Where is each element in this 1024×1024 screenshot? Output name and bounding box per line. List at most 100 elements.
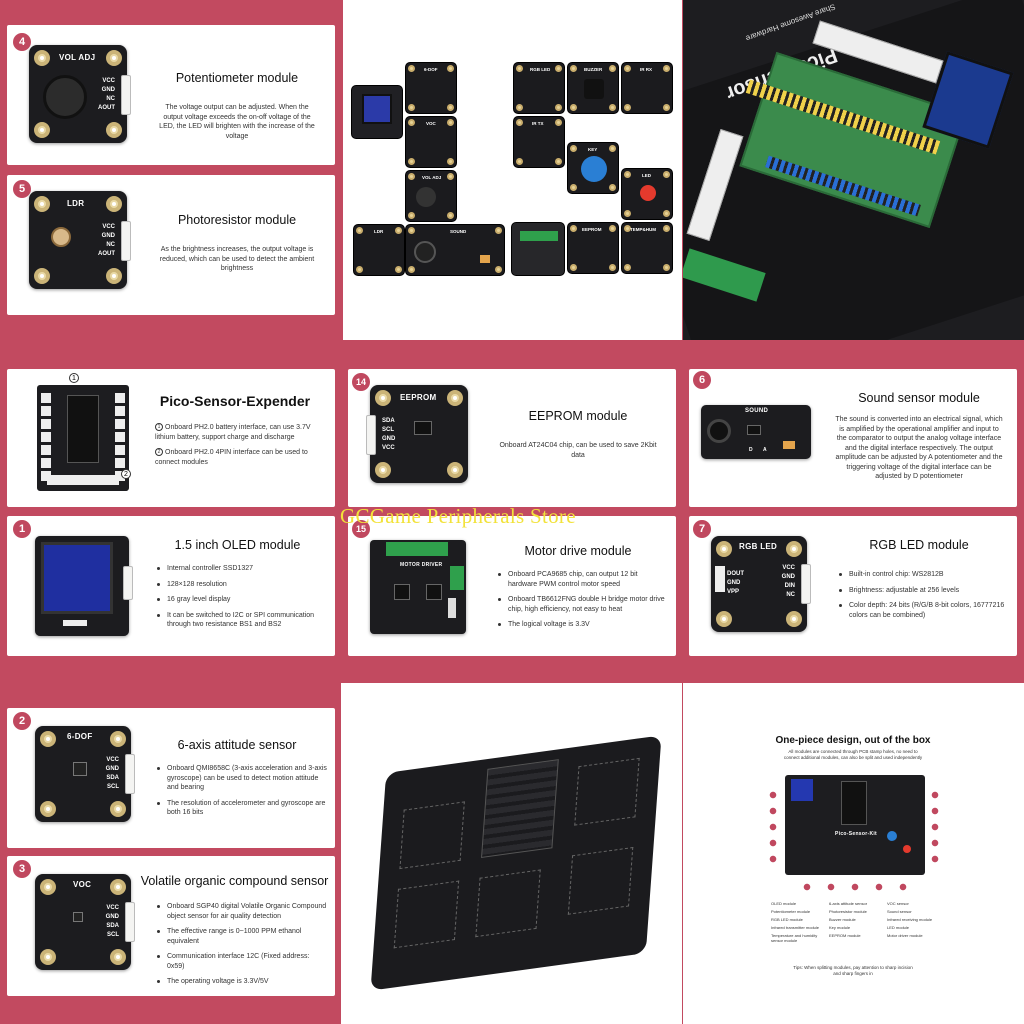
module-label: EEPROM	[582, 227, 602, 232]
rgb-board-image: RGB LED VCC GND DIN NC DOUT GND VPP	[711, 536, 811, 632]
board-photo: Pico-Sensor Share Awesome Hardware	[683, 0, 1024, 340]
badge: 7	[693, 520, 711, 538]
chip-icon	[73, 912, 83, 922]
red-led-icon	[640, 185, 656, 201]
card-description: Onboard AT24C04 chip, can be used to sav…	[499, 442, 657, 459]
sixdof-card: 2 6-DOF VCC GND SDA SCL 6-axis attitude …	[7, 708, 335, 848]
module-label: LDR	[374, 229, 384, 234]
pin-labels: VCC GND SDA SCL	[105, 757, 119, 790]
card-title: 6-axis attitude sensor	[177, 738, 297, 752]
module-label: LED	[642, 173, 651, 178]
base-board-photo	[341, 683, 682, 1024]
badge: 5	[13, 180, 31, 198]
pcb-label: VOL ADJ	[59, 53, 96, 62]
microphone-icon	[707, 419, 731, 443]
pcb-label: RGB LED	[739, 542, 778, 551]
badge: 2	[13, 712, 31, 730]
sixdof-board-image: 6-DOF VCC GND SDA SCL	[35, 726, 135, 822]
module-label: BUZZER	[584, 67, 603, 72]
left-pin-labels: DOUT GND VPP	[727, 571, 744, 595]
badge: 15	[352, 520, 370, 538]
onepiece-tip: Tips: When splitting modules, pay attent…	[793, 965, 913, 976]
module-label: IR TX	[532, 121, 544, 126]
card-title: Pico-Sensor-Expender	[159, 393, 311, 409]
kit-diagram: Pico-Sensor-Kit	[785, 775, 925, 875]
card-title: Potentiometer module	[175, 71, 299, 85]
card-description: Onboard SGP40 digital Volatile Organic C…	[157, 902, 327, 993]
card-title: 1.5 inch OLED module	[174, 538, 301, 552]
ldr-sensor-icon	[51, 227, 71, 247]
badge: 4	[13, 33, 31, 51]
module-label: KEY	[588, 147, 598, 152]
voc-board-image: VOC VCC GND SDA SCL	[35, 874, 135, 970]
card-title: EEPROM module	[528, 409, 628, 423]
module-label: IR RX	[640, 67, 653, 72]
card-description: The sound is converted into an electrica…	[835, 416, 1003, 480]
oled-card: 1 1.5 inch OLED module Internal controll…	[7, 516, 335, 656]
module-label: RGB LED	[530, 67, 551, 72]
pcb-label: VOC	[73, 880, 92, 889]
modules-grid-image: 6-DOF VOC VOL ADJ LDR SOUND RGB LED BUZZ…	[343, 0, 682, 340]
callout-dots-right	[931, 787, 939, 867]
voc-card: 3 VOC VCC GND SDA SCL Volatile organic c…	[7, 856, 335, 996]
card-description: The voltage output can be adjusted. When…	[159, 104, 315, 140]
watermark-text: GCGame Peripherals Store	[340, 504, 576, 528]
onepiece-panel: One-piece design, out of the box All mod…	[683, 683, 1024, 1024]
motor-card: 15 MOTOR DRIVER Motor drive module Onboa…	[348, 516, 676, 656]
card-title: Photoresistor module	[177, 213, 297, 227]
badge: 1	[13, 520, 31, 538]
pcb-label: SOUND	[745, 408, 769, 414]
pin-labels: VCC GND NC AOUT	[98, 224, 115, 257]
expander-board-image	[37, 385, 129, 491]
card-title: Sound sensor module	[858, 391, 980, 405]
photoresistor-board-image: LDR VCC GND NC AOUT	[29, 191, 131, 289]
callout-dots-left	[769, 787, 777, 867]
card-description: Built-in control chip: WS2812B Brightnes…	[839, 570, 1009, 626]
pin-labels: SDA SCL GND VCC	[382, 418, 396, 451]
knob-icon	[43, 75, 87, 119]
right-pin-labels: VCC GND DIN NC	[781, 565, 795, 598]
pin-labels: VCC GND SDA SCL	[105, 905, 119, 938]
card-title: Volatile organic compound sensor	[140, 874, 329, 888]
eeprom-board-image: EEPROM SDA SCL GND VCC	[366, 385, 468, 483]
pcb-label: 6-DOF	[67, 732, 93, 741]
card-description: Onboard PCA9685 chip, can output 12 bit …	[498, 570, 668, 636]
badge: 14	[352, 373, 370, 391]
card-title: Motor drive module	[524, 544, 632, 558]
blue-button-icon	[581, 156, 607, 182]
potentiometer-card: 4 VOL ADJ VCC GND NC AOUT Potentiometer …	[7, 25, 335, 165]
pin-labels: VCC GND NC AOUT	[98, 78, 115, 111]
oled-screen	[41, 542, 113, 614]
motor-board-image: MOTOR DRIVER	[370, 540, 466, 634]
rgb-card: 7 RGB LED VCC GND DIN NC DOUT GND VPP RG…	[689, 516, 1017, 656]
callout-dots-bottom	[795, 883, 915, 891]
pcb-label: LDR	[67, 199, 85, 208]
pcb-label: EEPROM	[400, 393, 437, 402]
badge: 6	[693, 371, 711, 389]
card-description: Onboard QMI8658C (3-axis acceleration an…	[157, 764, 327, 824]
chip-icon	[73, 762, 87, 776]
oled-board-image	[35, 536, 133, 636]
callout-1: 1	[69, 373, 79, 383]
sound-board-image: SOUND D A	[701, 405, 811, 459]
badge: 3	[13, 860, 31, 878]
module-label: VOC	[426, 121, 436, 126]
callout-2: 2	[121, 469, 131, 479]
module-label: 6-DOF	[424, 67, 438, 72]
card-description: As the brightness increases, the output …	[159, 246, 315, 272]
onepiece-subtitle: All modules are connected through PCB st…	[783, 749, 923, 760]
card-title: RGB LED module	[869, 538, 969, 552]
module-label: VOL ADJ	[422, 175, 442, 180]
onepiece-title: One-piece design, out of the box	[775, 735, 931, 746]
card-description: Internal controller SSD1327 128×128 reso…	[157, 564, 329, 636]
module-label: SOUND	[450, 229, 467, 234]
photoresistor-card: 5 LDR VCC GND NC AOUT Photoresistor modu…	[7, 175, 335, 315]
module-label: TEMP&HUM	[630, 227, 656, 232]
chip-icon	[414, 421, 432, 435]
kit-label: Pico-Sensor-Kit	[835, 831, 878, 837]
potentiometer-board-image: VOL ADJ VCC GND NC AOUT	[29, 45, 131, 143]
sound-card: 6 SOUND D A Sound sensor module The soun…	[689, 369, 1017, 507]
